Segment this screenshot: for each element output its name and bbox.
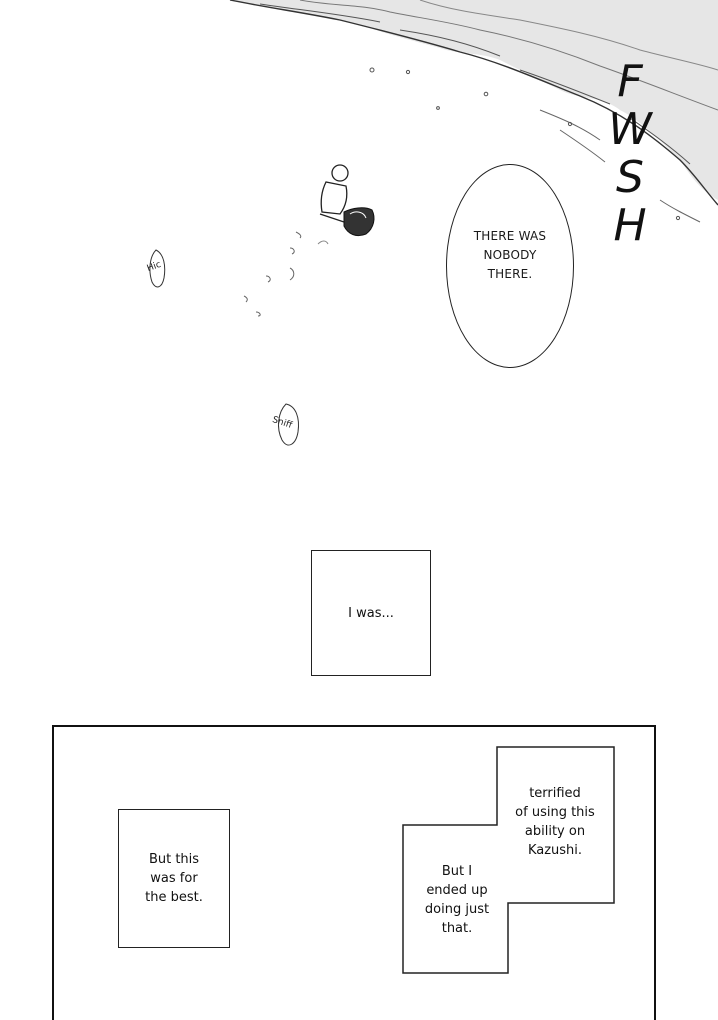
sitting-figure (149, 164, 375, 446)
sfx-letter: H (613, 200, 647, 251)
caption-line: But I (441, 864, 473, 879)
caption-terrified: terrified of using this ability on Kazus… (500, 784, 610, 860)
caption-i-was: I was... (311, 550, 431, 676)
sfx-letter: W (608, 104, 652, 155)
caption-line: Kazushi. (527, 843, 583, 858)
caption-line: But this (148, 852, 200, 867)
sfx-letter: S (616, 152, 644, 203)
bubble-line: NOBODY (483, 247, 537, 262)
caption-text: I was... (348, 605, 394, 621)
caption-line: was for (150, 871, 198, 886)
caption-line: of using this (515, 805, 595, 820)
caption-line: terrified (529, 786, 581, 801)
shoreline-art (229, 0, 718, 223)
bubble-line: THERE WAS (473, 228, 547, 243)
speech-bubble-text: THERE WAS NOBODY THERE. (465, 227, 555, 284)
fwsh-sound-effect: F W S H (600, 58, 660, 250)
caption-text: But this was for the best. (145, 850, 203, 907)
caption-line: the best. (145, 890, 203, 905)
caption-ended-up: But I ended up doing just that. (408, 862, 506, 938)
sfx-letter: F (617, 56, 643, 107)
caption-line: doing just (424, 902, 490, 917)
caption-line: ability on (524, 824, 586, 839)
caption-line: ended up (426, 883, 488, 898)
speech-bubble: THERE WAS NOBODY THERE. (446, 164, 574, 368)
caption-for-the-best: But this was for the best. (118, 809, 230, 948)
bubble-line: THERE. (487, 266, 533, 281)
caption-line: that. (441, 921, 473, 936)
